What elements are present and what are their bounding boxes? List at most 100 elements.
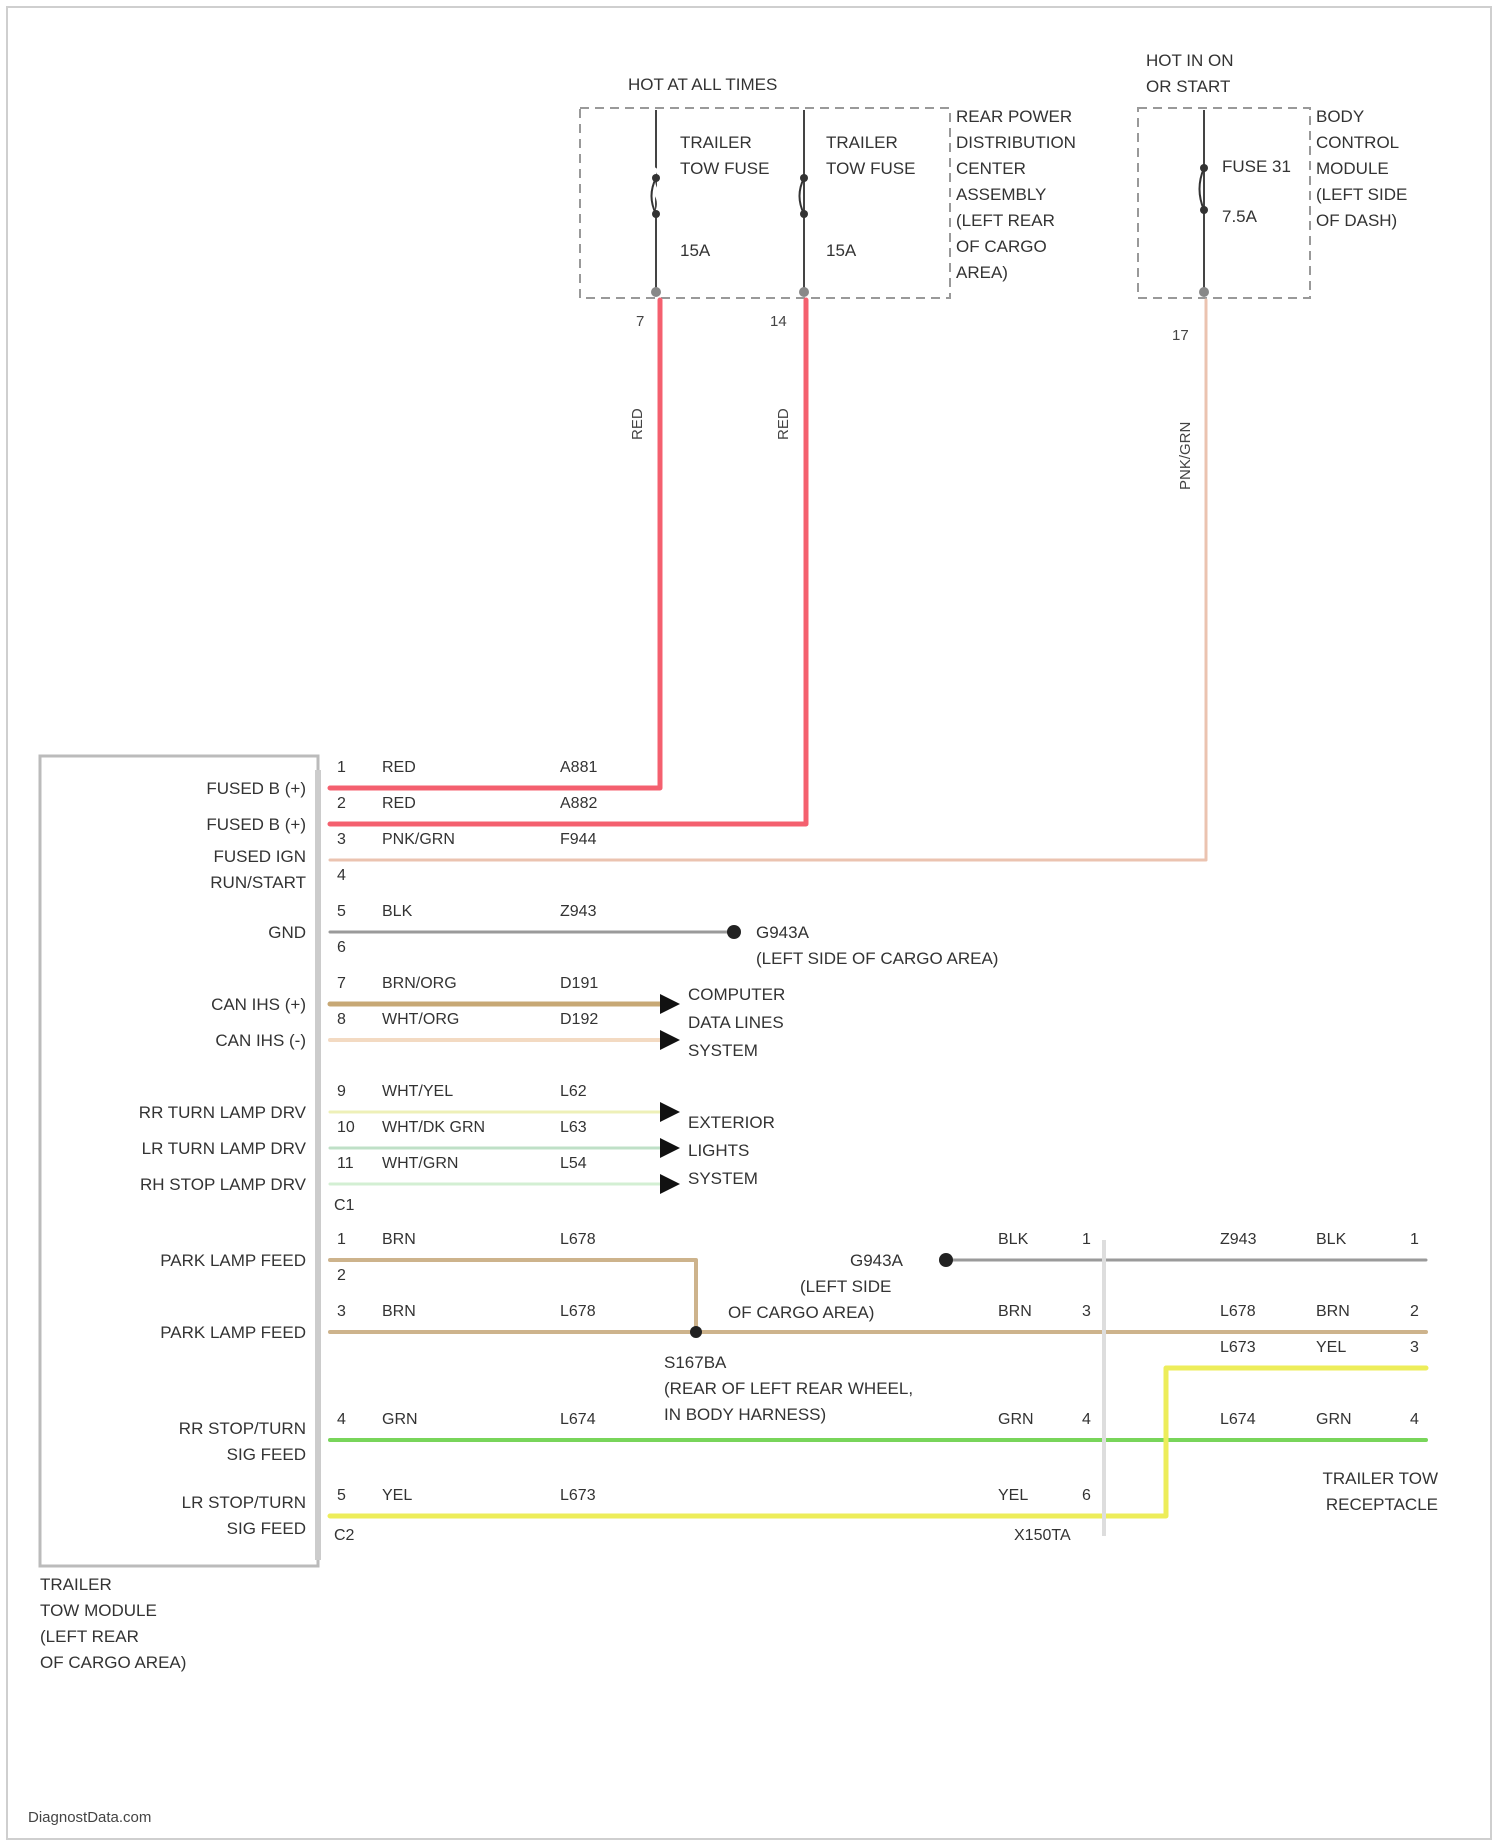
svg-text:DISTRIBUTION: DISTRIBUTION <box>956 133 1076 152</box>
svg-text:L63: L63 <box>560 1119 587 1136</box>
svg-text:L62: L62 <box>560 1083 587 1100</box>
ground-dot-g943a-2 <box>939 1253 953 1267</box>
svg-text:L673: L673 <box>560 1487 596 1504</box>
module-pin-labels: FUSED B (+) FUSED B (+) FUSED IGN RUN/ST… <box>139 779 307 1194</box>
svg-text:3: 3 <box>337 1303 346 1320</box>
hot-at-all-times-label: HOT AT ALL TIMES <box>628 75 777 94</box>
svg-text:YEL: YEL <box>382 1487 412 1504</box>
svg-text:6: 6 <box>337 939 346 956</box>
pin-label-right: 17 <box>1172 327 1189 344</box>
svg-text:10: 10 <box>337 1119 355 1136</box>
pin-label-mid: 14 <box>770 313 787 330</box>
module-c2-wire-codes: BRN L678 BRN L678 GRN L674 YEL L673 <box>382 1231 596 1504</box>
svg-text:FUSED B (+): FUSED B (+) <box>206 779 306 798</box>
module-c2-pin-labels: PARK LAMP FEED PARK LAMP FEED RR STOP/TU… <box>160 1251 306 1538</box>
svg-text:C1: C1 <box>334 1197 355 1214</box>
svg-text:3: 3 <box>337 831 346 848</box>
svg-text:GRN: GRN <box>1316 1411 1352 1428</box>
svg-text:REAR POWER: REAR POWER <box>956 107 1072 126</box>
svg-text:2: 2 <box>337 795 346 812</box>
svg-text:COMPUTER: COMPUTER <box>688 985 785 1004</box>
svg-text:SYSTEM: SYSTEM <box>688 1041 758 1060</box>
inline-connector-name: X150TA <box>1014 1527 1071 1544</box>
svg-text:CENTER: CENTER <box>956 159 1026 178</box>
svg-text:A882: A882 <box>560 795 597 812</box>
fuse-31 <box>1199 110 1209 297</box>
svg-text:PNK/GRN: PNK/GRN <box>382 831 455 848</box>
body-control-module-box <box>1138 108 1310 298</box>
svg-text:D192: D192 <box>560 1011 598 1028</box>
svg-text:D191: D191 <box>560 975 598 992</box>
svg-text:SIG FEED: SIG FEED <box>227 1445 306 1464</box>
wire-pnk-label: PNK/GRN <box>1177 422 1194 490</box>
svg-text:BRN/ORG: BRN/ORG <box>382 975 457 992</box>
svg-text:AREA): AREA) <box>956 263 1008 282</box>
svg-text:1: 1 <box>337 759 346 776</box>
svg-text:LIGHTS: LIGHTS <box>688 1141 749 1160</box>
svg-text:YEL: YEL <box>1316 1339 1346 1356</box>
hot-run-label-1: HOT IN ON <box>1146 51 1234 70</box>
svg-text:GRN: GRN <box>998 1411 1034 1428</box>
svg-text:CAN IHS (+): CAN IHS (+) <box>211 995 306 1014</box>
svg-text:1: 1 <box>1082 1231 1091 1248</box>
svg-text:BLK: BLK <box>382 903 413 920</box>
svg-text:RH STOP LAMP DRV: RH STOP LAMP DRV <box>140 1175 307 1194</box>
svg-text:SYSTEM: SYSTEM <box>688 1169 758 1188</box>
svg-text:L678: L678 <box>560 1303 596 1320</box>
splice-desc-1: (REAR OF LEFT REAR WHEEL, <box>664 1379 913 1398</box>
svg-text:WHT/GRN: WHT/GRN <box>382 1155 458 1172</box>
svg-text:4: 4 <box>1410 1411 1419 1428</box>
svg-text:L673: L673 <box>1220 1339 1256 1356</box>
svg-text:OF CARGO: OF CARGO <box>956 237 1047 256</box>
svg-text:LR STOP/TURN: LR STOP/TURN <box>182 1493 306 1512</box>
svg-text:FUSED B (+): FUSED B (+) <box>206 815 306 834</box>
fuse2-label-2: TOW FUSE <box>826 159 915 178</box>
svg-text:Z943: Z943 <box>1220 1231 1257 1248</box>
svg-text:1: 1 <box>337 1231 346 1248</box>
exterior-lights-label: EXTERIOR LIGHTS SYSTEM <box>688 1113 775 1188</box>
ground-dot-g943a <box>727 925 741 939</box>
watermark: DiagnostData.com <box>28 1809 151 1826</box>
wire-red-a881 <box>330 300 660 788</box>
svg-text:EXTERIOR: EXTERIOR <box>688 1113 775 1132</box>
wire-red-2-label: RED <box>775 408 792 440</box>
svg-text:RR TURN LAMP DRV: RR TURN LAMP DRV <box>139 1103 307 1122</box>
ground2-desc-2: OF CARGO AREA) <box>728 1303 874 1322</box>
svg-text:TOW MODULE: TOW MODULE <box>40 1601 157 1620</box>
svg-text:11: 11 <box>337 1155 354 1172</box>
svg-text:DATA LINES: DATA LINES <box>688 1013 784 1032</box>
receptacle-name-1: TRAILER TOW <box>1322 1469 1438 1488</box>
fuse1-label-2: TOW FUSE <box>680 159 769 178</box>
svg-text:1: 1 <box>1410 1231 1419 1248</box>
pin-label-left: 7 <box>636 313 644 330</box>
svg-text:CAN IHS (-): CAN IHS (-) <box>215 1031 306 1050</box>
svg-text:CONTROL: CONTROL <box>1316 133 1399 152</box>
svg-text:BLK: BLK <box>998 1231 1029 1248</box>
svg-text:PARK LAMP FEED: PARK LAMP FEED <box>160 1323 306 1342</box>
svg-text:4: 4 <box>337 1411 346 1428</box>
svg-text:9: 9 <box>337 1083 346 1100</box>
svg-text:RUN/START: RUN/START <box>210 873 306 892</box>
module-pin-numbers: 1 2 3 4 5 6 7 8 9 10 11 C1 <box>334 759 355 1214</box>
wire-pnk-grn-f944 <box>330 300 1206 860</box>
svg-text:SIG FEED: SIG FEED <box>227 1519 306 1538</box>
ground-g943a-desc: (LEFT SIDE OF CARGO AREA) <box>756 949 998 968</box>
svg-text:6: 6 <box>1082 1487 1091 1504</box>
trailer-tow-fuse-1 <box>651 110 661 297</box>
svg-text:BRN: BRN <box>382 1231 416 1248</box>
svg-text:BRN: BRN <box>998 1303 1032 1320</box>
svg-text:ASSEMBLY: ASSEMBLY <box>956 185 1046 204</box>
svg-text:RR STOP/TURN: RR STOP/TURN <box>179 1419 306 1438</box>
svg-text:PARK LAMP FEED: PARK LAMP FEED <box>160 1251 306 1270</box>
svg-text:OF DASH): OF DASH) <box>1316 211 1397 230</box>
svg-text:2: 2 <box>337 1267 346 1284</box>
svg-text:OF CARGO AREA): OF CARGO AREA) <box>40 1653 186 1672</box>
svg-text:L678: L678 <box>560 1231 596 1248</box>
trailer-tow-module-label: TRAILER TOW MODULE (LEFT REAR OF CARGO A… <box>40 1575 186 1672</box>
computer-data-lines-label: COMPUTER DATA LINES SYSTEM <box>688 985 785 1060</box>
module-c2-pin-numbers: 1 2 3 4 5 C2 <box>334 1231 355 1544</box>
fuse3-amp: 7.5A <box>1222 207 1258 226</box>
svg-text:C2: C2 <box>334 1527 355 1544</box>
arrow-heads <box>660 994 680 1194</box>
